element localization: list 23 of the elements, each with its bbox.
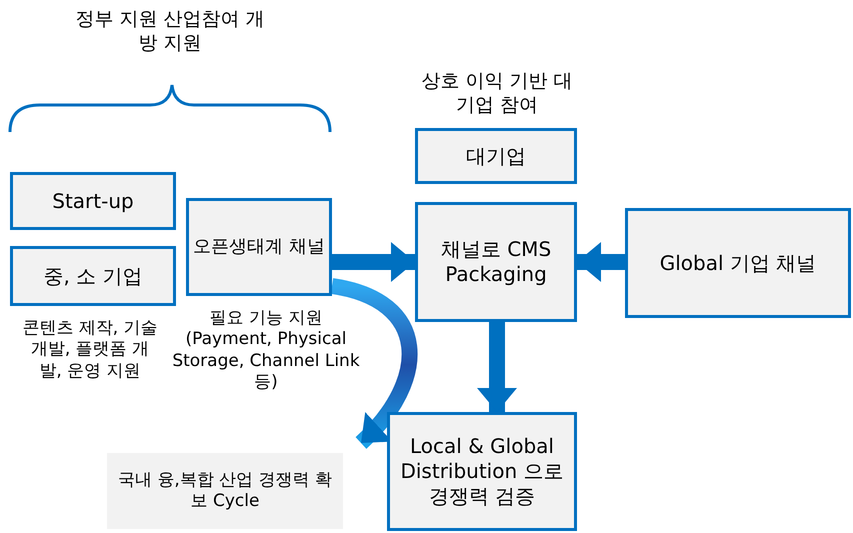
curved-arrow bbox=[330, 278, 418, 449]
group-heading: 정부 지원 산업참여 개방 지원 bbox=[74, 8, 266, 56]
arrow bbox=[332, 242, 415, 282]
process-box bbox=[415, 128, 577, 184]
arrow bbox=[477, 322, 517, 412]
node-text: 중, 소 기업 bbox=[43, 264, 143, 288]
node-text: 대기업 bbox=[466, 144, 526, 168]
process-box bbox=[10, 172, 176, 230]
process-box bbox=[10, 246, 176, 306]
node-text: 국내 융,복합 산업 경쟁력 확보 Cycle bbox=[116, 470, 334, 512]
node-text: 오픈생태계 채널 bbox=[193, 236, 325, 258]
node-text: Start-up bbox=[52, 188, 134, 214]
process-box bbox=[186, 198, 332, 296]
process-box bbox=[387, 412, 577, 531]
arrow bbox=[577, 242, 625, 282]
node-text: Local & Global Distribution 으로 경쟁력 검증 bbox=[399, 434, 565, 509]
annotation-text: 필요 기능 지원 (Payment, Physical Storage, Channel Link 등) bbox=[171, 308, 361, 393]
node-text: Global 기업 채널 bbox=[660, 250, 816, 276]
process-box bbox=[415, 202, 577, 322]
process-box bbox=[625, 208, 851, 318]
group-heading: 상호 이익 기반 대기업 참여 bbox=[420, 70, 574, 118]
note-text: 콘텐츠 제작, 기술개발, 플랫폼 개발, 운영 지원 bbox=[21, 318, 159, 382]
node-text: 채널로 CMS Packaging bbox=[440, 237, 552, 287]
